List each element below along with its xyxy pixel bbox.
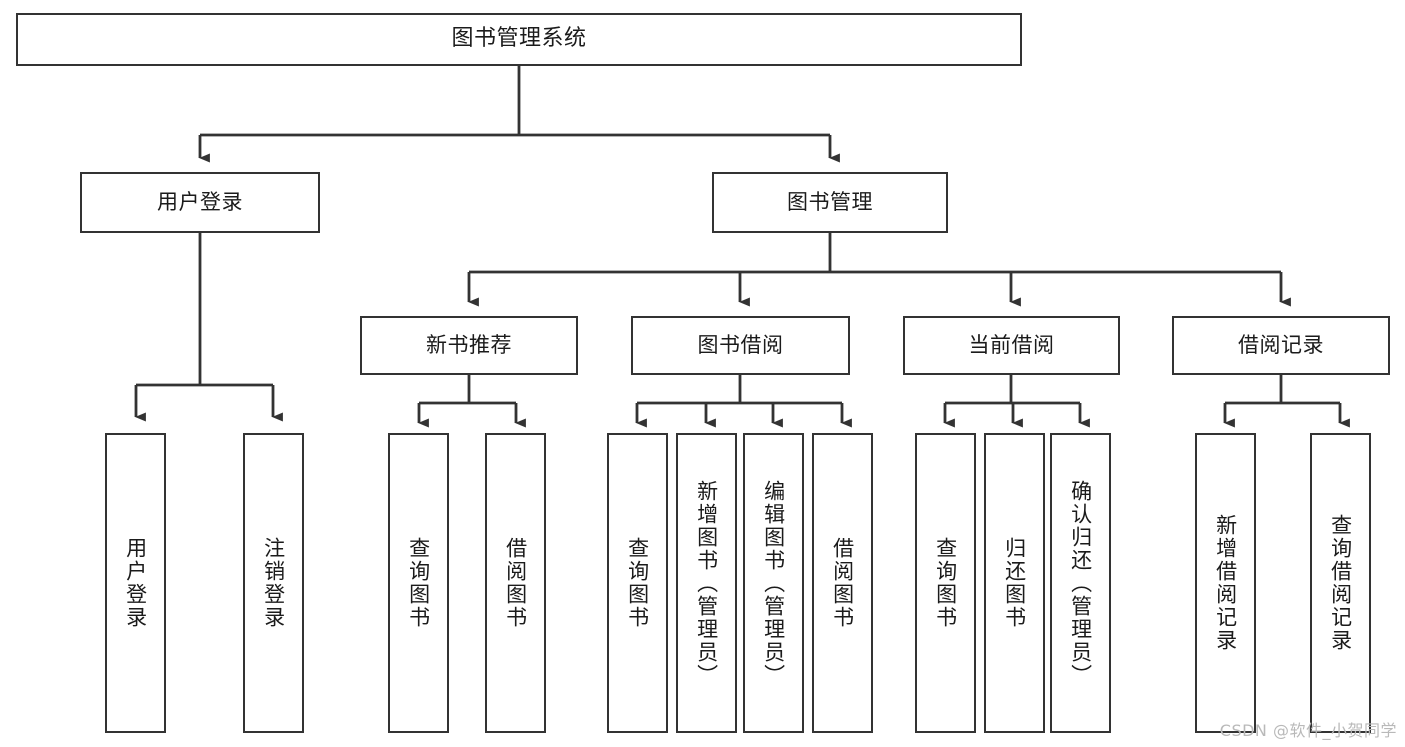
- csdn-watermark: CSDN @软件_小贺同学: [1219, 721, 1397, 740]
- node-label: 查询图书: [933, 537, 958, 629]
- node-label: 用户登录: [157, 189, 243, 214]
- leaf-edit-book-admin[interactable]: 编辑图书（管理员）: [743, 433, 804, 733]
- leaf-add-book-admin[interactable]: 新增图书（管理员）: [676, 433, 737, 733]
- node-label: 确认归还（管理员）: [1068, 479, 1093, 687]
- node-label: 查询图书: [406, 537, 431, 629]
- node-label: 图书管理: [787, 189, 873, 214]
- node-book-borrow[interactable]: 图书借阅: [631, 316, 850, 375]
- node-label: 归还图书: [1002, 537, 1027, 629]
- leaf-query-book-recommend[interactable]: 查询图书: [388, 433, 449, 733]
- node-label: 编辑图书（管理员）: [761, 479, 786, 687]
- node-book-management[interactable]: 图书管理: [712, 172, 948, 233]
- node-label: 借阅记录: [1238, 332, 1324, 357]
- node-label: 借阅图书: [830, 537, 855, 629]
- leaf-logout[interactable]: 注销登录: [243, 433, 304, 733]
- leaf-borrow-book-recommend[interactable]: 借阅图书: [485, 433, 546, 733]
- leaf-query-book-borrow[interactable]: 查询图书: [607, 433, 668, 733]
- leaf-add-borrow-record[interactable]: 新增借阅记录: [1195, 433, 1256, 733]
- leaf-user-login[interactable]: 用户登录: [105, 433, 166, 733]
- leaf-query-book-current[interactable]: 查询图书: [915, 433, 976, 733]
- node-label: 新书推荐: [426, 332, 512, 357]
- node-label: 查询借阅记录: [1328, 514, 1353, 652]
- node-label: 新增图书（管理员）: [694, 479, 719, 687]
- node-current-borrow[interactable]: 当前借阅: [903, 316, 1120, 375]
- node-borrow-record[interactable]: 借阅记录: [1172, 316, 1390, 375]
- node-label: 注销登录: [261, 537, 286, 629]
- node-user-login[interactable]: 用户登录: [80, 172, 320, 233]
- node-label: 新增借阅记录: [1213, 514, 1238, 652]
- node-label: 当前借阅: [968, 332, 1055, 357]
- leaf-query-borrow-record[interactable]: 查询借阅记录: [1310, 433, 1371, 733]
- node-root-system[interactable]: 图书管理系统: [16, 13, 1022, 66]
- node-label: 查询图书: [625, 537, 650, 629]
- leaf-borrow-book[interactable]: 借阅图书: [812, 433, 873, 733]
- leaf-confirm-return-admin[interactable]: 确认归还（管理员）: [1050, 433, 1111, 733]
- node-label: 借阅图书: [503, 537, 528, 629]
- leaf-return-book[interactable]: 归还图书: [984, 433, 1045, 733]
- node-label: 图书管理系统: [451, 26, 587, 52]
- node-new-book-recommend[interactable]: 新书推荐: [360, 316, 578, 375]
- node-label: 图书借阅: [697, 332, 784, 357]
- node-label: 用户登录: [123, 537, 148, 629]
